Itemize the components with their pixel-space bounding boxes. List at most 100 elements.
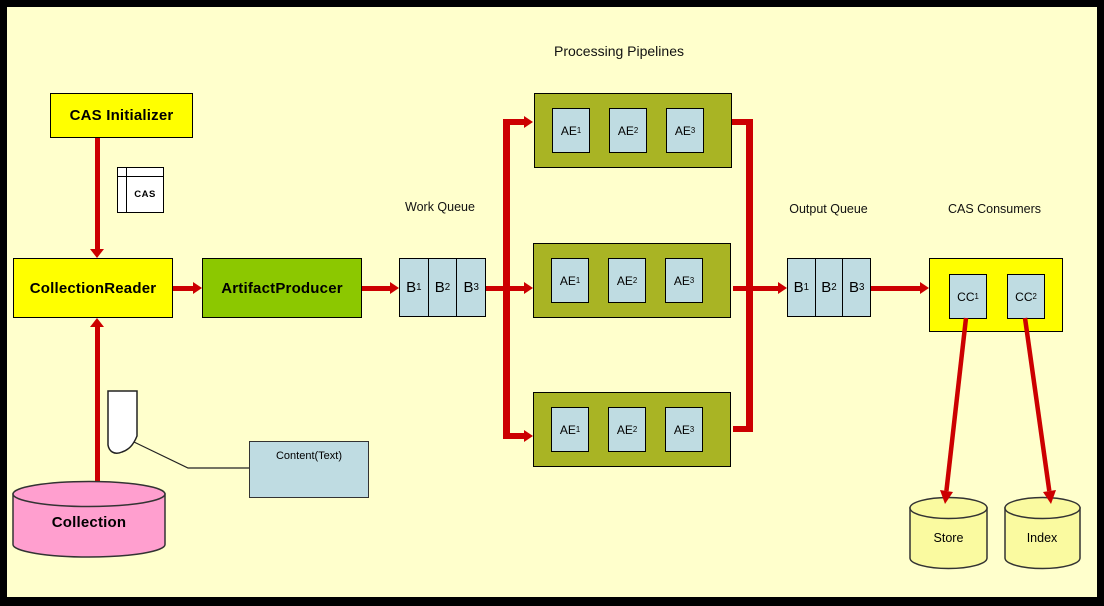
fanout-branch-bottom — [503, 433, 524, 439]
arrow-collection-to-reader — [95, 327, 100, 483]
cell-sub: 1 — [803, 282, 810, 293]
store-cylinder-top — [909, 496, 988, 520]
arrow-outputqueue-to-consumers — [871, 286, 921, 291]
ae-sub: 2 — [633, 126, 639, 135]
arrow-cc2-to-index — [1022, 317, 1052, 492]
cc-sub: 2 — [1032, 292, 1037, 301]
artifact-producer-node: ArtifactProducer — [202, 258, 362, 318]
arrow-cc1-to-store — [944, 317, 969, 492]
document-page-icon — [107, 390, 138, 454]
cell-label: B — [793, 279, 804, 296]
processing-pipelines-title: Processing Pipelines — [554, 43, 684, 59]
cell-sub: 1 — [416, 282, 422, 293]
ae-sub: 3 — [689, 425, 695, 434]
cell-label: B — [821, 279, 832, 296]
ae-label: AE — [560, 123, 577, 138]
collection-cylinder-top — [12, 480, 166, 508]
cell-sub: 3 — [473, 282, 479, 293]
ae-sub: 1 — [576, 126, 582, 135]
store-label: Store — [933, 531, 964, 545]
cc-sub: 1 — [974, 292, 979, 301]
arrowhead-right-icon — [778, 282, 787, 294]
collector-branch-bottom — [733, 426, 753, 432]
ae-sub: 1 — [575, 425, 581, 434]
arrow-workqueue-to-pipeline2 — [486, 286, 524, 291]
cc-label: CC — [1015, 289, 1033, 304]
cell-label: B — [406, 279, 417, 296]
arrowhead-right-icon — [524, 282, 533, 294]
cas-consumers-label: CAS Consumers — [947, 202, 1042, 216]
ae-label: AE — [673, 422, 690, 437]
pipeline-collector-line — [746, 120, 753, 432]
arrow-reader-to-producer — [173, 286, 194, 291]
arrowhead-right-icon — [920, 282, 929, 294]
ae-label: AE — [559, 273, 576, 288]
ae-sub: 2 — [632, 425, 638, 434]
ae-sub: 3 — [689, 276, 695, 285]
index-cylinder-top — [1004, 496, 1081, 520]
cc-label: CC — [957, 289, 975, 304]
ae-label: AE — [559, 422, 576, 437]
cell-label: B — [463, 279, 474, 296]
work-queue-label: Work Queue — [405, 200, 475, 214]
cas-document-icon: CAS — [117, 167, 164, 213]
cas-icon-grid-line — [118, 176, 163, 177]
ae-label: AE — [674, 123, 691, 138]
ae-label: AE — [617, 123, 634, 138]
cell-label: B — [848, 279, 859, 296]
content-text-label: Content(Text) — [275, 450, 343, 462]
ae-label: AE — [616, 273, 633, 288]
cell-label: B — [434, 279, 445, 296]
arrowhead-down-icon — [1043, 490, 1056, 504]
output-queue-label: Output Queue — [789, 202, 868, 216]
fanout-branch-top — [503, 119, 524, 125]
content-callout-line — [133, 441, 249, 469]
ae-label: AE — [616, 422, 633, 437]
ae-sub: 1 — [575, 276, 581, 285]
arrowhead-up-icon — [90, 318, 104, 327]
ae-sub: 2 — [632, 276, 638, 285]
cas-icon-label: CAS — [134, 189, 156, 200]
cas-icon-grid-line — [126, 168, 127, 212]
index-label: Index — [1026, 531, 1058, 545]
collection-label: Collection — [51, 514, 127, 531]
cell-sub: 3 — [858, 282, 865, 293]
ae-label: AE — [673, 273, 690, 288]
ae-sub: 3 — [690, 126, 696, 135]
collector-branch-top — [732, 119, 753, 125]
arrow-producer-to-workqueue — [362, 286, 391, 291]
cell-sub: 2 — [831, 282, 837, 293]
arrowhead-right-icon — [524, 116, 533, 128]
cell-sub: 2 — [444, 282, 451, 293]
arrowhead-right-icon — [390, 282, 399, 294]
arrow-pipelines-to-outputqueue — [733, 286, 778, 291]
arrowhead-down-icon — [940, 490, 953, 504]
arrowhead-right-icon — [524, 430, 533, 442]
cas-initializer-node: CAS Initializer — [50, 93, 193, 138]
arrowhead-right-icon — [193, 282, 202, 294]
arrowhead-down-icon — [90, 249, 104, 258]
collection-reader-node: CollectionReader — [13, 258, 173, 318]
